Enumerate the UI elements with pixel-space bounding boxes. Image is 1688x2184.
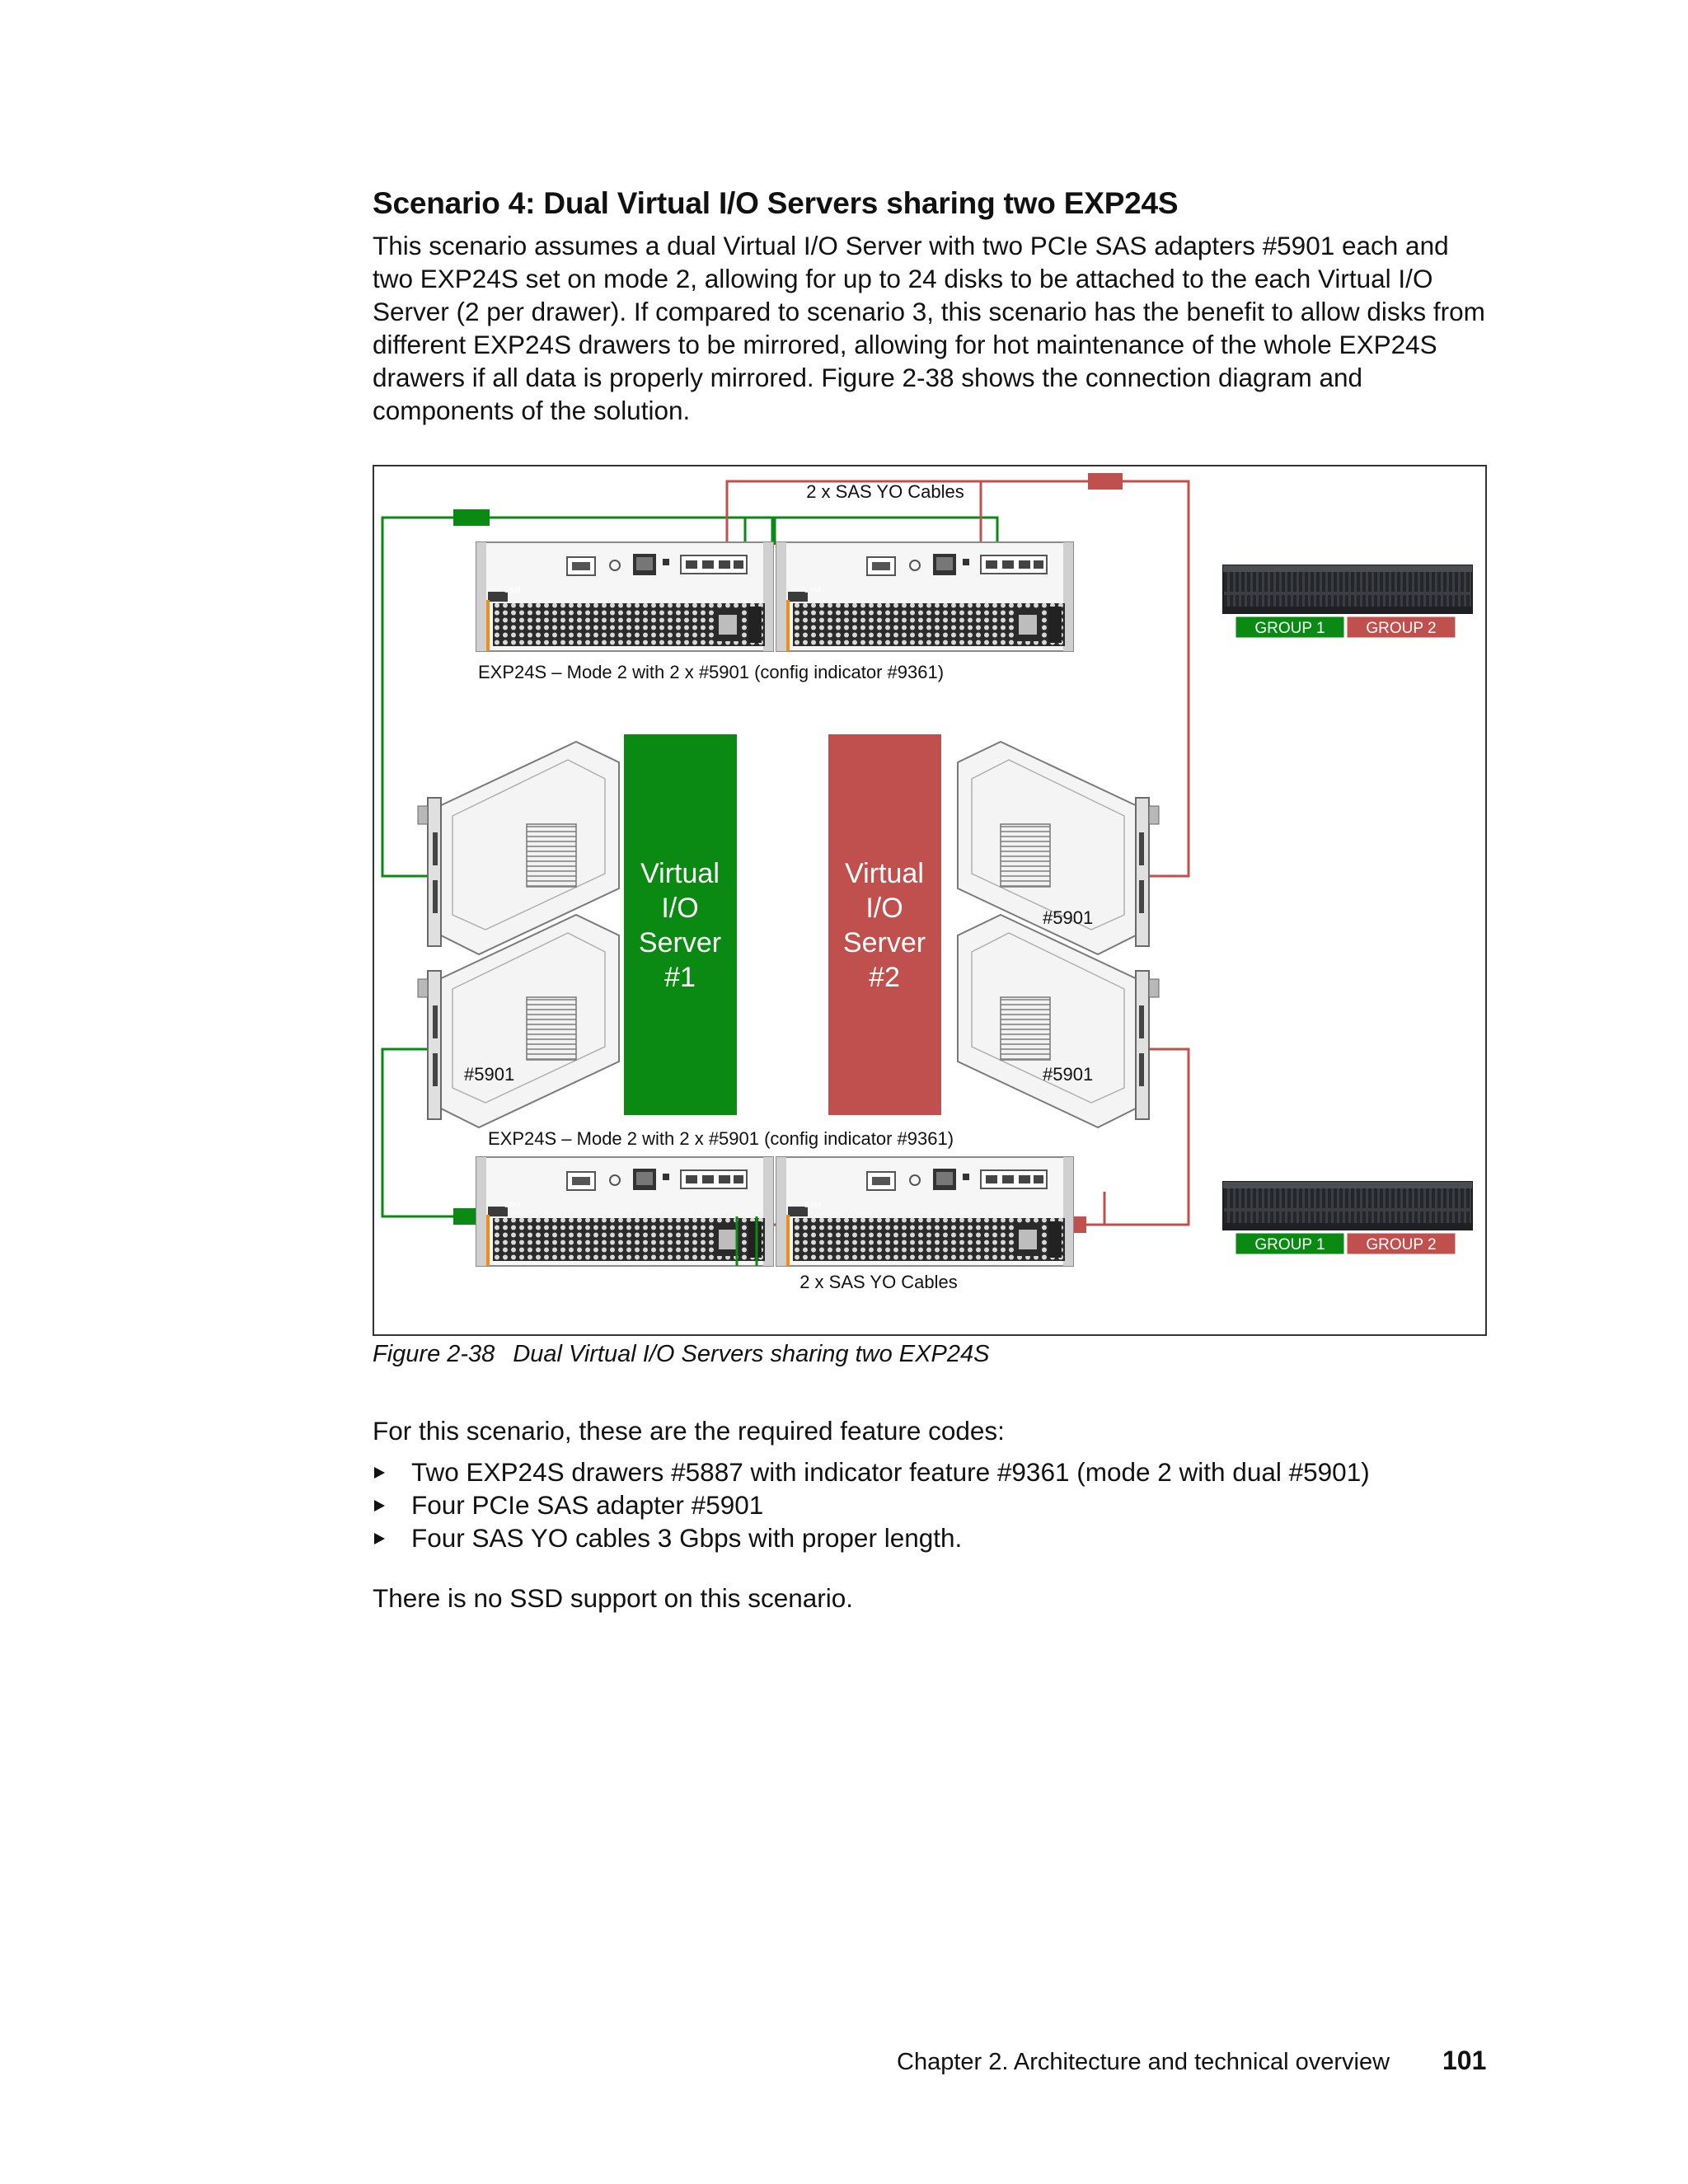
group-2-label: GROUP 2 — [1366, 1236, 1436, 1254]
vios-1-line-4: #1 — [664, 962, 696, 993]
figure-number: Figure 2-38 — [373, 1341, 495, 1367]
figure-caption-text: Dual Virtual I/O Servers sharing two EXP… — [513, 1341, 990, 1367]
drawer-bottom-label: EXP24S – Mode 2 with 2 x #5901 (config i… — [488, 1128, 954, 1149]
vios-1-line-2: I/O — [661, 893, 698, 924]
section-heading: Scenario 4: Dual Virtual I/O Servers sha… — [373, 186, 1179, 220]
exp24s-top-enclosure: ESM ESM — [476, 541, 1074, 652]
vios-2-line-4: #2 — [869, 962, 900, 993]
cables-top-label: 2 x SAS YO Cables — [806, 481, 964, 502]
green-links-top — [588, 516, 999, 545]
vios-2-box: Virtual I/O Server #2 — [828, 734, 941, 1115]
list-item: Two EXP24S drawers #5887 with indicator … — [373, 1455, 1370, 1488]
vios-1-box: Virtual I/O Server #1 — [624, 734, 737, 1115]
vios-2-line-3: Server — [843, 927, 926, 958]
list-item: Four PCIe SAS adapter #5901 — [373, 1488, 1370, 1521]
exp24s-bottom-enclosure: ESM ESM — [476, 1156, 1074, 1267]
adapter-card-right-bottom — [957, 914, 1160, 1128]
exp24s-drawer-bottom-illustration — [1222, 1181, 1473, 1230]
esm-label: ESM — [504, 1201, 521, 1209]
figure-caption: Figure 2-38 Dual Virtual I/O Servers shar… — [373, 1341, 989, 1368]
drawer-top-label: EXP24S – Mode 2 with 2 x #5901 (config i… — [478, 662, 944, 682]
connection-diagram: 2 x SAS YO Cables ESM ESM EXP24S – Mode … — [373, 465, 1487, 1336]
page-number: 101 — [1442, 2046, 1487, 2075]
exp24s-drawer-top-illustration — [1222, 565, 1473, 614]
group-1-label: GROUP 1 — [1254, 1236, 1325, 1254]
esm-label: ESM — [504, 586, 521, 594]
vios-2-line-1: Virtual — [845, 858, 924, 889]
footer-chapter: Chapter 2. Architecture and technical ov… — [897, 2049, 1390, 2075]
intro-paragraph: This scenario assumes a dual Virtual I/O… — [373, 231, 1485, 425]
adapter-card-left-bottom — [417, 914, 620, 1128]
group-legend-top: GROUP 1 GROUP 2 — [1235, 616, 1456, 639]
esm-label: ESM — [804, 586, 821, 594]
connector-red-top — [1088, 473, 1123, 490]
vios-2-line-2: I/O — [865, 893, 903, 924]
vios-1-line-1: Virtual — [640, 858, 720, 889]
feature-intro: For this scenario, these are the require… — [373, 1416, 1005, 1446]
adapter-label-right-lower: #5901 — [1043, 1064, 1093, 1085]
group-2-label: GROUP 2 — [1366, 620, 1436, 637]
feature-list: Two EXP24S drawers #5887 with indicator … — [373, 1455, 1370, 1554]
esm-label: ESM — [804, 1201, 821, 1209]
group-1-label: GROUP 1 — [1254, 620, 1325, 637]
connector-green-top — [453, 509, 490, 526]
cables-bottom-label: 2 x SAS YO Cables — [799, 1272, 958, 1292]
adapter-label-right-upper: #5901 — [1043, 907, 1093, 928]
vios-1-line-3: Server — [639, 927, 721, 958]
list-item: Four SAS YO cables 3 Gbps with proper le… — [373, 1521, 1370, 1554]
group-legend-bottom: GROUP 1 GROUP 2 — [1235, 1232, 1456, 1255]
closing-paragraph: There is no SSD support on this scenario… — [373, 1583, 854, 1613]
adapter-label-left: #5901 — [464, 1064, 514, 1085]
